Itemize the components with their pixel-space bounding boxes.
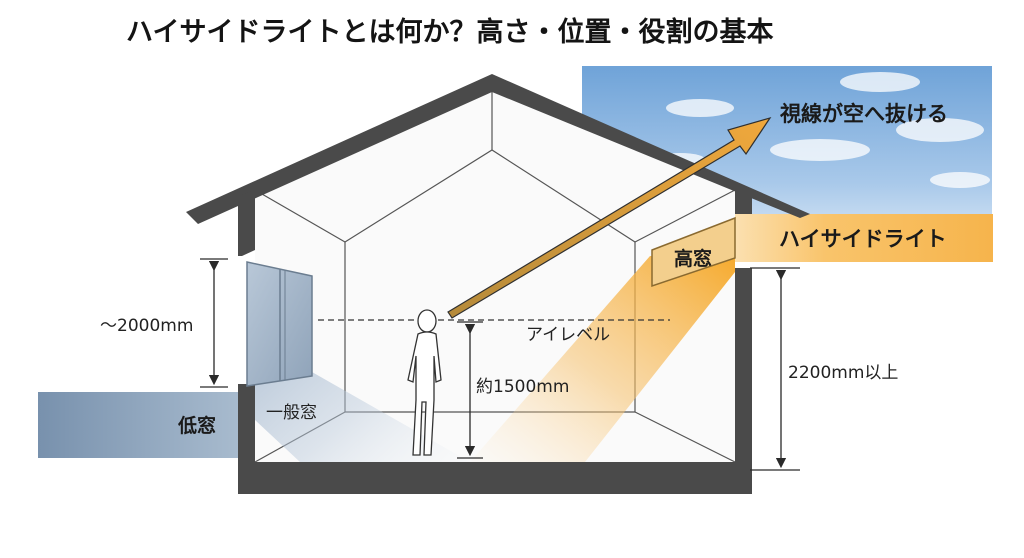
- house-shell: [186, 74, 810, 494]
- high-side-light-label: ハイサイドライト: [779, 227, 947, 251]
- high-side-light-band: [735, 214, 993, 262]
- dimension-window-height: [200, 258, 228, 388]
- normal-window: [246, 261, 313, 387]
- person-figure: [407, 309, 442, 456]
- low-window-band: [38, 392, 244, 458]
- high-window: [651, 216, 736, 288]
- high-window-light-beam: [470, 256, 735, 462]
- window-height-label: ～2000mm: [100, 316, 193, 336]
- dimension-high-window-height: [750, 267, 800, 471]
- sky-view-arrow: [447, 116, 772, 319]
- low-window-label: 低窓: [177, 414, 216, 437]
- normal-window-label: 一般窓: [266, 403, 317, 423]
- sky-view-label: 視線が空へ抜ける: [779, 102, 948, 126]
- page-title: ハイサイドライトとは何か？高さ・位置・役割の基本: [126, 16, 773, 48]
- high-window-height-label: 2200mm以上: [788, 363, 898, 383]
- eye-height-label: 約1500mm: [476, 377, 569, 397]
- dimension-eye-height: [457, 321, 483, 459]
- eye-level-label: アイレベル: [526, 325, 610, 345]
- high-window-label: 高窓: [674, 247, 712, 270]
